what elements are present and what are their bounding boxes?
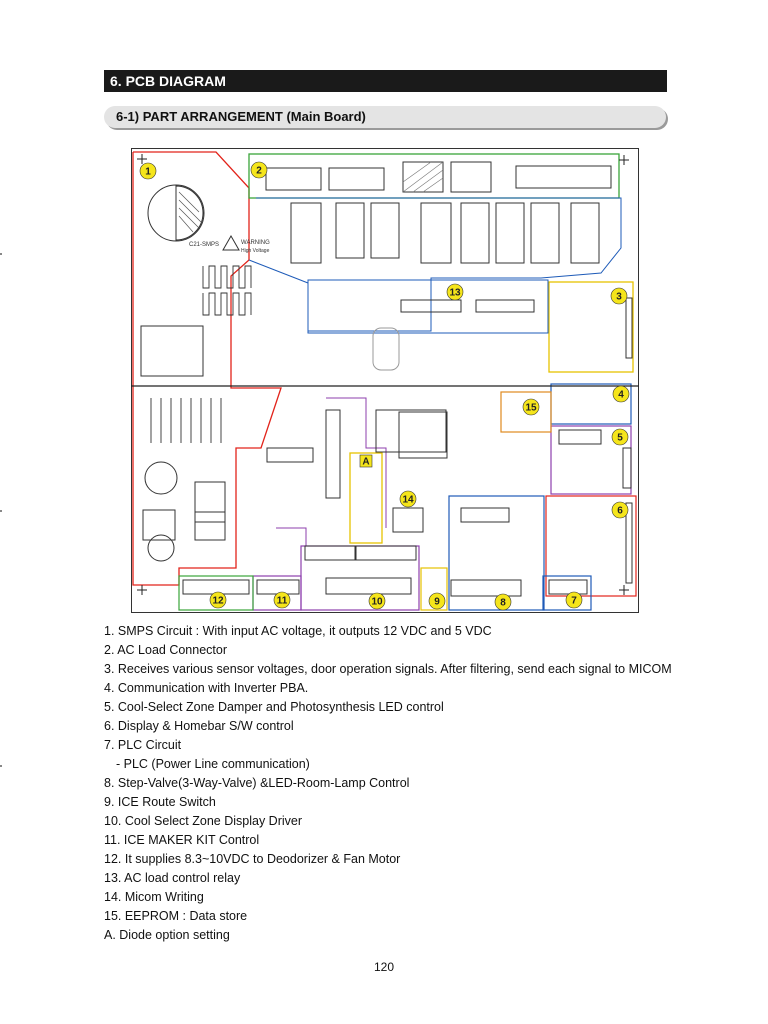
zone-8-outline [448, 495, 545, 611]
desc-item: 12. It supplies 8.3~10VDC to Deodorizer … [104, 852, 401, 866]
scan-mark [0, 253, 2, 255]
callout-7: 7 [565, 591, 583, 609]
svg-text:3: 3 [616, 292, 622, 303]
svg-text:11: 11 [277, 596, 288, 607]
callout-11: 11 [273, 591, 291, 609]
scan-mark [0, 510, 2, 512]
section-title: 6. PCB DIAGRAM [104, 70, 667, 92]
desc-item: 4. Communication with Inverter PBA. [104, 681, 309, 695]
zone-9-outline [420, 567, 448, 611]
callout-4: 4 [612, 385, 630, 403]
svg-text:8: 8 [500, 598, 506, 609]
callout-10: 10 [368, 592, 386, 610]
desc-item: 1. SMPS Circuit : With input AC voltage,… [104, 624, 492, 638]
desc-item: 10. Cool Select Zone Display Driver [104, 814, 302, 828]
desc-item: 3. Receives various sensor voltages, doo… [104, 662, 672, 676]
svg-text:2: 2 [256, 166, 262, 177]
desc-item: 14. Micom Writing [104, 890, 204, 904]
callout-9: 9 [428, 592, 446, 610]
desc-item: 5. Cool-Select Zone Damper and Photosynt… [104, 700, 444, 714]
callout-14: 14 [399, 490, 417, 508]
svg-text:5: 5 [617, 433, 623, 444]
svg-text:1: 1 [145, 167, 151, 178]
warning-sub-label: High Voltage [241, 248, 270, 254]
desc-item: 6. Display & Homebar S/W control [104, 719, 294, 733]
desc-item: 2. AC Load Connector [104, 643, 227, 657]
part-description-list: 1. SMPS Circuit : With input AC voltage,… [104, 622, 704, 945]
svg-text:12: 12 [212, 596, 224, 607]
desc-item: A. Diode option setting [104, 928, 230, 942]
desc-item: 8. Step-Valve(3-Way-Valve) &LED-Room-Lam… [104, 776, 410, 790]
svg-text:9: 9 [434, 597, 440, 608]
zone-12-outline [178, 575, 254, 611]
callout-a: A [359, 454, 373, 468]
svg-text:13: 13 [449, 288, 461, 299]
zone-13-outline [307, 279, 549, 334]
svg-text:14: 14 [402, 495, 414, 506]
callout-1: 1 [139, 162, 157, 180]
svg-text:4: 4 [618, 390, 624, 401]
scan-mark [0, 765, 2, 767]
svg-text:10: 10 [371, 597, 383, 608]
callout-8: 8 [494, 593, 512, 611]
desc-item: 13. AC load control relay [104, 871, 241, 885]
zone-7-outline [542, 575, 592, 611]
callout-13: 13 [446, 283, 464, 301]
zone-a-outline [349, 452, 383, 544]
pcb-diagram: C21-SMPS WARNING High Voltage [131, 148, 639, 613]
svg-text:A: A [362, 457, 369, 468]
page-number: 120 [373, 960, 395, 974]
svg-text:6: 6 [617, 506, 623, 517]
zone-15-outline [500, 391, 552, 433]
svg-text:7: 7 [571, 596, 577, 607]
zone-sensors-outline [548, 281, 634, 373]
desc-item: 9. ICE Route Switch [104, 795, 216, 809]
smps-label: C21-SMPS [189, 242, 219, 248]
callout-3: 3 [610, 287, 628, 305]
desc-item: 11. ICE MAKER KIT Control [104, 833, 260, 847]
callout-5: 5 [611, 428, 629, 446]
svg-text:15: 15 [525, 403, 537, 414]
subsection-title: 6-1) PART ARRANGEMENT (Main Board) [104, 106, 666, 128]
desc-item: 7. PLC Circuit [104, 738, 182, 752]
warning-label: WARNING [241, 240, 270, 246]
callout-12: 12 [209, 591, 227, 609]
callout-15: 15 [522, 398, 540, 416]
callout-6: 6 [611, 501, 629, 519]
desc-subitem: - PLC (Power Line communication) [116, 757, 310, 771]
desc-item: 15. EEPROM : Data store [104, 909, 248, 923]
callout-2: 2 [250, 161, 268, 179]
